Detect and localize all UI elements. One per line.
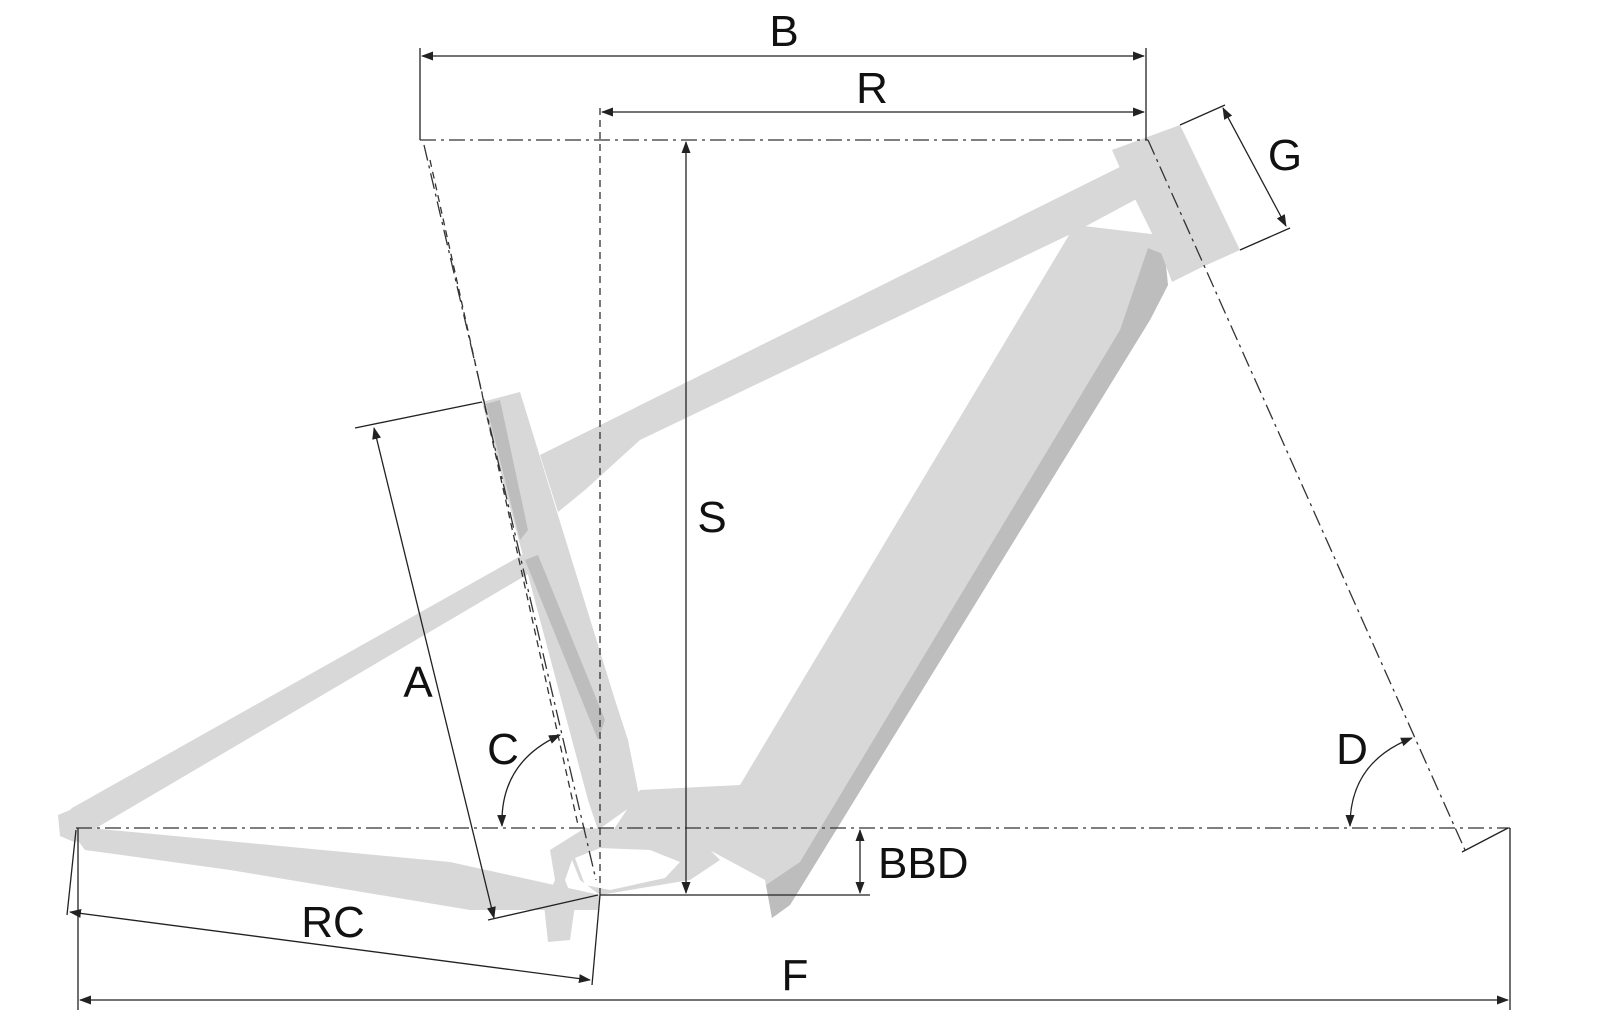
label-b: B [769,7,798,56]
seat-tube-shade-lower [525,555,605,740]
head-tube-axis [1147,139,1466,851]
label-c: C [487,725,519,774]
label-a: A [403,658,433,707]
label-rc: RC [301,898,365,947]
a-top-ext [354,401,483,429]
bottom-bracket-shell [575,848,680,890]
dim-g [1222,107,1287,227]
label-bbd: BBD [878,839,968,888]
bike-frame [58,125,1240,942]
dimension-arrows [69,51,1509,1005]
down-tube-shade [766,248,1168,918]
label-d: D [1336,725,1368,774]
g-top-ext [1179,104,1226,126]
top-tube [540,152,1172,512]
label-r: R [856,64,888,113]
seat-tube-shade [486,400,528,540]
dim-a [372,427,496,919]
label-s: S [697,493,726,542]
rc-right-ext [591,894,601,986]
seat-stay [60,545,552,840]
g-bottom-ext [1239,227,1291,251]
construction-lines [66,48,1511,1010]
seat-tube-axis [423,144,597,881]
label-g: G [1268,131,1302,180]
angle-arc-c [497,734,561,827]
rc-left-ext [66,829,77,916]
angle-arc-d [1345,737,1413,827]
dimension-labels: B R G S A C D BBD RC F [301,7,1368,1000]
dim-rc [69,908,591,984]
down-tube [600,225,1168,918]
seat-tube-axis-2 [429,159,579,826]
rear-dropout [58,808,92,842]
label-f: F [782,951,809,1000]
head-tube-axis-end [1461,827,1509,853]
